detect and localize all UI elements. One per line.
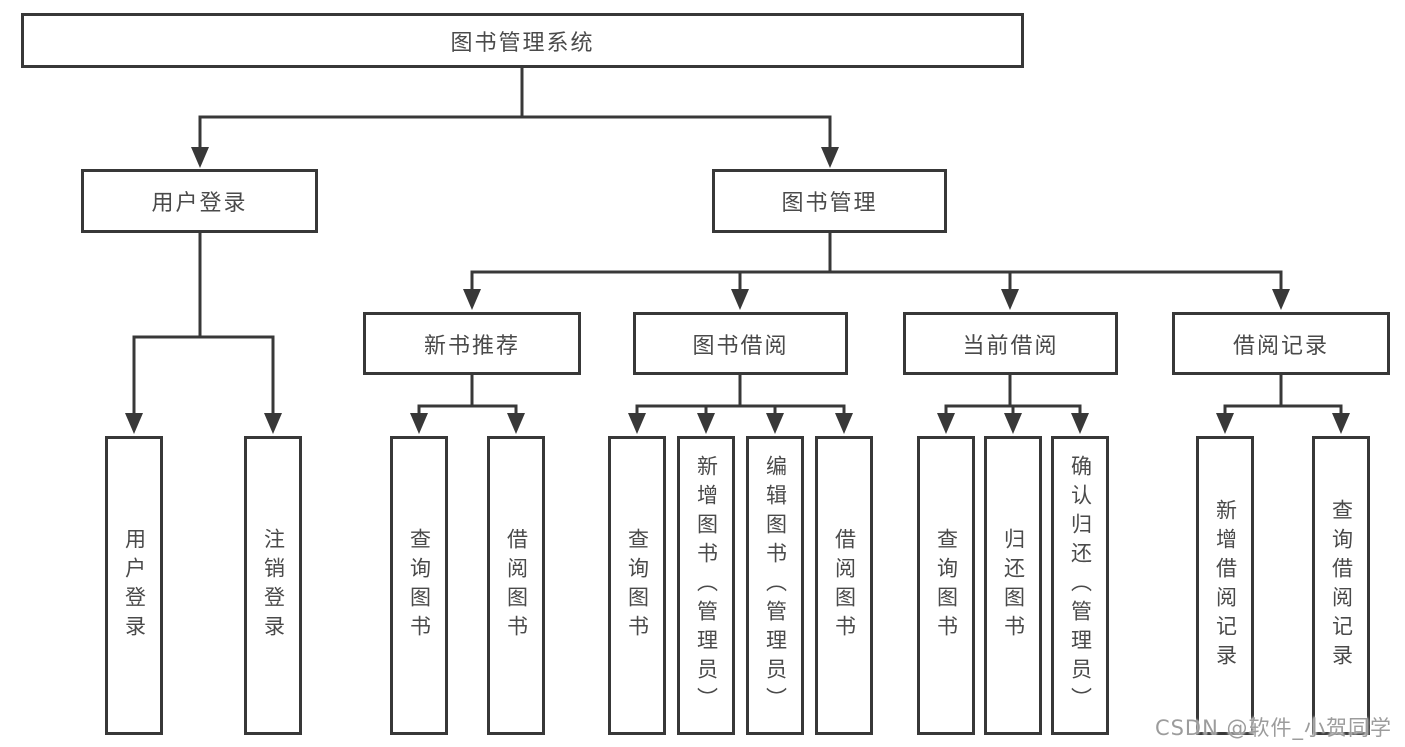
connector-book-management-children bbox=[463, 233, 1290, 310]
node-query-borrow-record: 查询借阅记录 bbox=[1312, 436, 1370, 735]
node-borrow-books-recommend: 借阅图书 bbox=[487, 436, 545, 735]
node-login-label: 用户登录 bbox=[122, 527, 147, 644]
node-book-borrow-label: 图书借阅 bbox=[692, 333, 789, 359]
node-root-label: 图书管理系统 bbox=[450, 30, 595, 56]
node-query-books-current-label: 查询图书 bbox=[934, 527, 959, 644]
node-user-login: 用户登录 bbox=[81, 169, 318, 233]
node-edit-book-admin-label: 编辑图书（管理员） bbox=[763, 455, 788, 716]
connector-root-to-level1 bbox=[191, 68, 839, 168]
node-query-books-recommend-label: 查询图书 bbox=[407, 527, 432, 644]
node-query-books-recommend: 查询图书 bbox=[390, 436, 448, 735]
node-query-books-borrow-label: 查询图书 bbox=[625, 527, 650, 644]
node-query-books-current: 查询图书 bbox=[917, 436, 975, 735]
connector-user-login-children bbox=[125, 233, 282, 434]
node-borrow-records-label: 借阅记录 bbox=[1232, 333, 1329, 359]
node-book-borrow: 图书借阅 bbox=[633, 312, 848, 375]
connector-new-book-recommend-children bbox=[410, 375, 525, 434]
node-current-borrow-label: 当前借阅 bbox=[962, 333, 1059, 359]
node-edit-book-admin: 编辑图书（管理员） bbox=[746, 436, 804, 735]
node-query-borrow-record-label: 查询借阅记录 bbox=[1329, 498, 1354, 673]
node-query-books-borrow: 查询图书 bbox=[608, 436, 666, 735]
node-confirm-return-admin: 确认归还（管理员） bbox=[1051, 436, 1109, 735]
node-borrow-books: 借阅图书 bbox=[815, 436, 873, 735]
connector-book-borrow-children bbox=[628, 375, 853, 434]
node-add-borrow-record: 新增借阅记录 bbox=[1196, 436, 1254, 735]
node-add-borrow-record-label: 新增借阅记录 bbox=[1213, 498, 1238, 673]
node-current-borrow: 当前借阅 bbox=[903, 312, 1118, 375]
node-borrow-books-recommend-label: 借阅图书 bbox=[504, 527, 529, 644]
node-return-book: 归还图书 bbox=[984, 436, 1042, 735]
node-confirm-return-admin-label: 确认归还（管理员） bbox=[1068, 455, 1093, 716]
node-book-management-label: 图书管理 bbox=[781, 191, 878, 216]
node-new-book-recommend-label: 新书推荐 bbox=[423, 333, 520, 359]
connector-current-borrow-children bbox=[937, 375, 1089, 434]
node-logout-label: 注销登录 bbox=[261, 527, 286, 644]
node-book-management: 图书管理 bbox=[712, 169, 947, 233]
node-login: 用户登录 bbox=[105, 436, 163, 735]
connector-borrow-records-children bbox=[1216, 375, 1350, 434]
node-return-book-label: 归还图书 bbox=[1001, 527, 1026, 644]
csdn-watermark: CSDN @软件_小贺同学 bbox=[1154, 716, 1392, 740]
node-borrow-records: 借阅记录 bbox=[1172, 312, 1390, 375]
node-root: 图书管理系统 bbox=[21, 13, 1024, 68]
node-new-book-recommend: 新书推荐 bbox=[363, 312, 581, 375]
node-borrow-books-label: 借阅图书 bbox=[832, 527, 857, 644]
node-user-login-label: 用户登录 bbox=[151, 191, 248, 216]
node-add-book-admin-label: 新增图书（管理员） bbox=[694, 455, 719, 716]
node-add-book-admin: 新增图书（管理员） bbox=[677, 436, 735, 735]
node-logout: 注销登录 bbox=[244, 436, 302, 735]
